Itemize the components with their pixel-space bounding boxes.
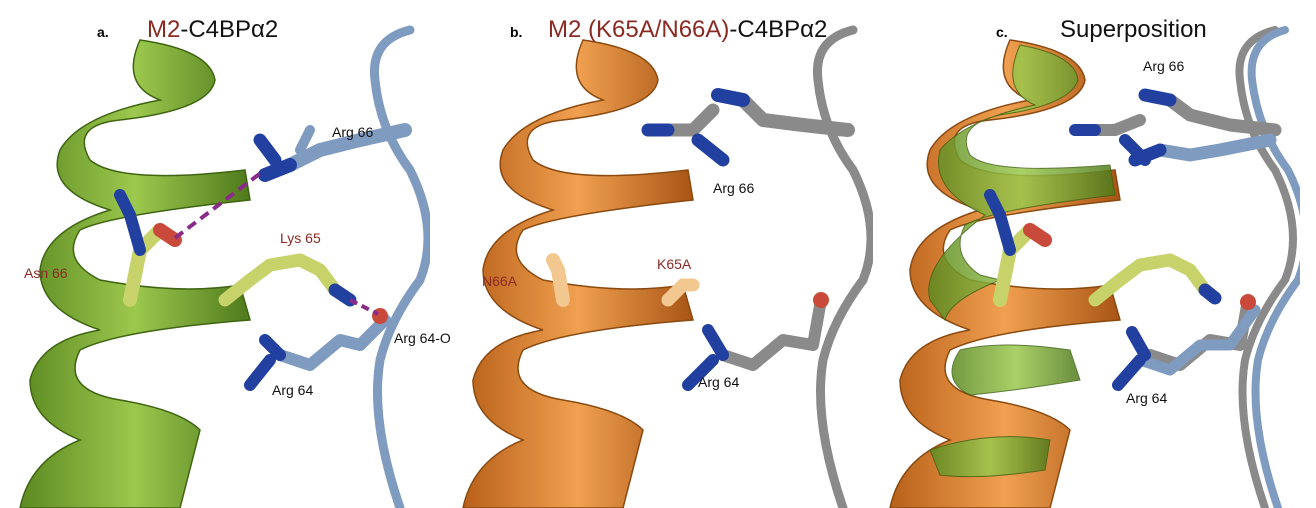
panel-c: c. Superposition Arg 66 Arg 64 xyxy=(870,0,1300,508)
n66a-sidechain xyxy=(546,253,570,307)
panel-a: a. M2-C4BPα2 Arg 66 Lys 65 Asn 66 Arg 64… xyxy=(0,0,451,508)
title-part1: M2 (K65A/N66A) xyxy=(548,16,730,43)
hbond-asn66-arg66 xyxy=(173,170,264,240)
hbond-lys65-arg64o xyxy=(349,298,379,316)
label-arg66: Arg 66 xyxy=(713,180,755,196)
arg66-sidechains-c xyxy=(1069,88,1282,167)
lys65-sidechain-c xyxy=(1088,253,1222,307)
panel-b: b. M2 (K65A/N66A)-C4BPα2 Arg 66 K65A N66… xyxy=(443,0,873,508)
label-lys65: Lys 65 xyxy=(280,230,321,246)
asn66-sidechain xyxy=(114,189,182,307)
arg64-sidechain-b xyxy=(682,294,827,391)
title-part2: -C4BPα2 xyxy=(729,16,828,43)
label-arg64: Arg 64 xyxy=(1126,390,1168,406)
panel-title: Superposition xyxy=(1060,16,1207,43)
green-helix-ribbon xyxy=(19,39,251,508)
structure-a-graphic xyxy=(19,25,430,508)
gray-loop-backbone-c xyxy=(1235,26,1297,508)
title-part1: M2 xyxy=(147,16,181,43)
label-k65a: K65A xyxy=(657,256,692,272)
arg64-sidechains-c xyxy=(1112,294,1261,391)
orange-helix-ribbon xyxy=(462,39,694,508)
structure-c-graphic xyxy=(889,26,1300,508)
arg64-sidechain xyxy=(244,314,391,391)
lys65-sidechain xyxy=(218,253,357,307)
structure-b-graphic xyxy=(462,25,873,508)
asn66-sidechain-c xyxy=(984,189,1052,307)
label-arg64: Arg 64 xyxy=(698,374,740,390)
label-arg64o: Arg 64-O xyxy=(394,330,451,346)
arg64-oxygen-atom-b xyxy=(813,292,829,308)
label-arg64: Arg 64 xyxy=(272,382,314,398)
arg64-oxygen-atom-c xyxy=(1240,294,1256,310)
arg66-sidechain-b xyxy=(641,88,855,167)
arg66-sidechain xyxy=(253,123,412,182)
blue-loop-backbone-c xyxy=(1247,26,1300,508)
blue-loop-backbone xyxy=(369,25,430,508)
label-arg66: Arg 66 xyxy=(332,124,374,140)
green-helix-overlay-c xyxy=(928,44,1116,478)
panel-letter: a. xyxy=(97,24,109,40)
panel-letter: b. xyxy=(510,24,523,40)
panel-title: M2-C4BPα2 xyxy=(147,16,278,44)
panel-letter: c. xyxy=(996,24,1008,40)
label-arg66: Arg 66 xyxy=(1143,58,1185,74)
label-asn66: Asn 66 xyxy=(24,265,68,281)
title-part2: -C4BPα2 xyxy=(180,16,279,43)
k65a-sidechain xyxy=(661,278,700,307)
gray-loop-backbone xyxy=(812,25,873,508)
panel-title: M2 (K65A/N66A)-C4BPα2 xyxy=(548,16,827,44)
label-n66a: N66A xyxy=(482,273,518,289)
